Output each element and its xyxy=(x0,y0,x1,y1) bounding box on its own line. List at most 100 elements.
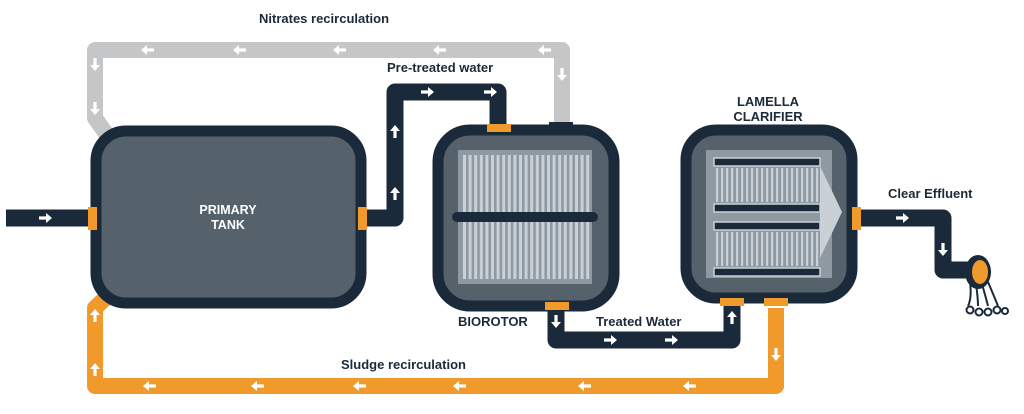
flow-arrow-icon xyxy=(557,68,567,81)
lamella-plate xyxy=(766,232,769,266)
pretreated-water-label: Pre-treated water xyxy=(387,60,493,75)
lamella-plate xyxy=(751,232,754,266)
lamella-plate xyxy=(756,232,759,266)
biorotor-shaft xyxy=(452,212,598,222)
lamella-plate xyxy=(776,232,779,266)
primary-tank-label-line2: TANK xyxy=(211,218,245,232)
lamella-plate xyxy=(761,232,764,266)
clear-effluent-label: Clear Effluent xyxy=(888,186,973,201)
sludge-recirculation-label: Sludge recirculation xyxy=(341,357,466,372)
lamella-plate xyxy=(816,168,819,202)
lamella-plate xyxy=(816,232,819,266)
lamella-plate xyxy=(716,168,719,202)
flow-arrow-icon xyxy=(141,45,154,55)
lamella-plate xyxy=(731,168,734,202)
flow-arrow-icon xyxy=(683,381,696,391)
lamella-plate xyxy=(751,168,754,202)
flow-arrow-icon xyxy=(551,315,561,328)
inlet-connector xyxy=(88,207,97,230)
flow-arrow-icon xyxy=(665,335,678,345)
flow-arrow-icon xyxy=(727,311,737,324)
lamella-plate xyxy=(806,232,809,266)
lamella-plate xyxy=(721,232,724,266)
nitrates-recirculation-label: Nitrates recirculation xyxy=(259,11,389,26)
lamella-plate xyxy=(791,232,794,266)
primary-tank xyxy=(90,125,367,309)
lamella-label-line1: LAMELLA xyxy=(737,94,800,109)
lamella-plate xyxy=(746,168,749,202)
flow-arrow-icon xyxy=(538,45,551,55)
lamella-plate xyxy=(801,168,804,202)
biorotor-label: BIOROTOR xyxy=(458,314,528,329)
flow-arrow-icon xyxy=(484,87,497,97)
discharge-outlet-icon xyxy=(965,255,1009,317)
flow-arrow-icon xyxy=(90,58,100,71)
lamella-plate xyxy=(796,232,799,266)
lamella-plate xyxy=(811,232,814,266)
flow-arrow-icon xyxy=(433,45,446,55)
flow-arrow-icon xyxy=(453,381,466,391)
primary-tank-label-line1: PRIMARY xyxy=(199,203,257,217)
lamella-plate xyxy=(746,232,749,266)
pretreated-water-pipe xyxy=(362,83,507,227)
clarifier-inlet-connector xyxy=(720,298,744,306)
lamella-plate xyxy=(801,232,804,266)
lamella-plates xyxy=(713,157,821,277)
flow-arrow-icon xyxy=(143,381,156,391)
treated-water-label: Treated Water xyxy=(596,314,682,329)
flow-arrow-icon xyxy=(90,102,100,115)
lamella-plate xyxy=(741,168,744,202)
flow-arrow-icon xyxy=(353,381,366,391)
lamella-plate xyxy=(736,232,739,266)
flow-arrow-icon xyxy=(421,87,434,97)
lamella-plate xyxy=(761,168,764,202)
flow-arrow-icon xyxy=(604,335,617,345)
flow-arrow-icon xyxy=(771,348,781,361)
lamella-plate xyxy=(771,232,774,266)
clear-effluent-pipe xyxy=(858,209,968,279)
flow-arrow-icon xyxy=(578,381,591,391)
flow-arrow-icon xyxy=(390,125,400,138)
lamella-plate xyxy=(726,168,729,202)
lamella-plate xyxy=(776,168,779,202)
flow-arrow-icon xyxy=(896,213,909,223)
lamella-plate xyxy=(781,232,784,266)
clarifier-sludge-connector xyxy=(764,298,788,306)
lamella-plate xyxy=(741,232,744,266)
flow-arrow-icon xyxy=(251,381,264,391)
lamella-plate xyxy=(786,168,789,202)
lamella-bar xyxy=(713,157,821,167)
biorotor-outlet-connector xyxy=(545,302,569,310)
lamella-cone xyxy=(820,166,842,258)
lamella-plate xyxy=(806,168,809,202)
lamella-plate xyxy=(771,168,774,202)
lamella-plate xyxy=(811,168,814,202)
lamella-bar xyxy=(713,221,821,231)
lamella-plate xyxy=(721,168,724,202)
lamella-plate xyxy=(766,168,769,202)
flow-arrow-icon xyxy=(90,309,100,322)
lamella-plate xyxy=(726,232,729,266)
lamella-bar xyxy=(713,267,821,277)
lamella-plate xyxy=(731,232,734,266)
lamella-label-line2: CLARIFIER xyxy=(733,109,803,124)
biorotor-tank xyxy=(432,124,620,312)
flow-arrow-icon xyxy=(39,213,52,223)
lamella-plate xyxy=(786,232,789,266)
lamella-plate xyxy=(781,168,784,202)
primary-outlet-connector xyxy=(358,207,367,230)
flow-arrow-icon xyxy=(233,45,246,55)
clarifier-outlet-connector xyxy=(852,207,861,230)
lamella-plate xyxy=(796,168,799,202)
flow-arrow-icon xyxy=(390,187,400,200)
lamella-plate xyxy=(791,168,794,202)
lamella-plate xyxy=(716,232,719,266)
biorotor-inlet-connector xyxy=(487,124,511,132)
lamella-clarifier-tank xyxy=(680,124,858,304)
flow-arrow-icon xyxy=(938,243,948,256)
lamella-bar xyxy=(713,203,821,213)
lamella-plate xyxy=(756,168,759,202)
flow-arrow-icon xyxy=(90,363,100,376)
flow-arrows xyxy=(39,45,948,391)
